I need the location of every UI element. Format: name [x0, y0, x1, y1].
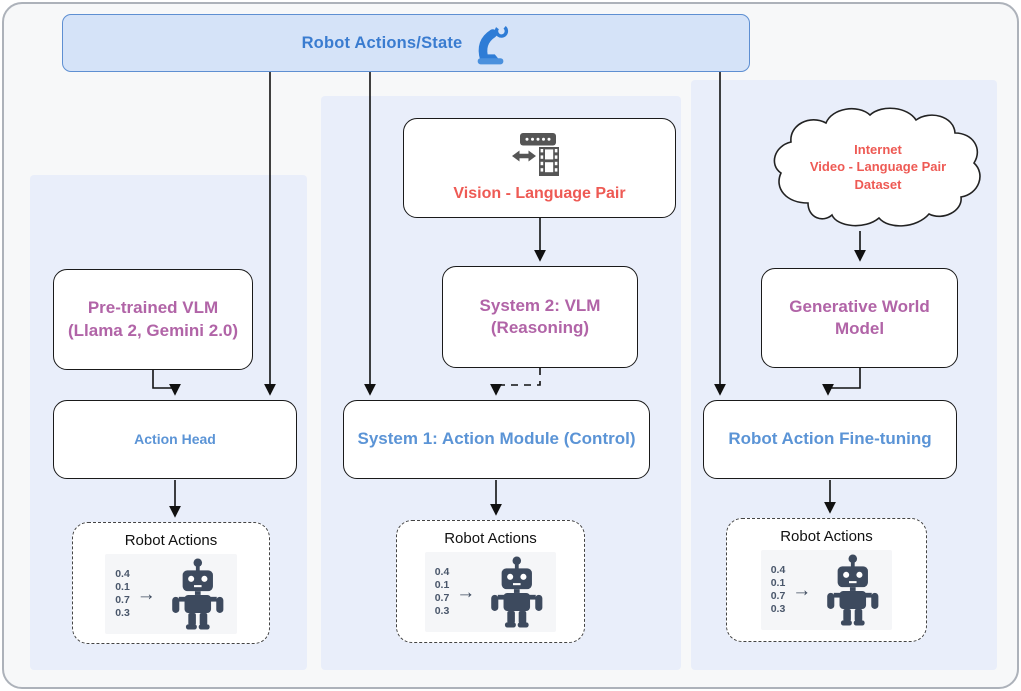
action-value: 0.3 [115, 607, 130, 619]
robot-icon [827, 554, 879, 626]
banner-robot-actions-state: Robot Actions/State [62, 14, 750, 72]
node-action-head: Action Head [53, 400, 297, 479]
action-value: 0.3 [770, 603, 786, 615]
action-head-label: Action Head [134, 431, 216, 448]
video-language-pair-icon [511, 132, 559, 176]
internet-dataset-label: Internet Video - Language Pair Dataset [809, 141, 947, 192]
node-system2-vlm: System 2: VLM (Reasoning) [442, 266, 638, 368]
robot-icon [172, 558, 224, 630]
node-vision-language-pair: Vision - Language Pair [403, 118, 676, 218]
pretrained-vlm-label: Pre-trained VLM (Llama 2, Gemini 2.0) [67, 298, 239, 340]
node-generative-world-model: Generative World Model [761, 268, 958, 368]
action-value: 0.7 [434, 592, 450, 604]
action-value: 0.4 [770, 564, 786, 576]
node-system1-action-module: System 1: Action Module (Control) [343, 400, 650, 479]
robot-actions-illustration: 0.4 0.1 0.7 0.3 → [105, 554, 237, 634]
system2-label: System 2: VLM (Reasoning) [479, 295, 601, 337]
robot-arm-icon [478, 24, 509, 65]
action-values: 0.4 0.1 0.7 0.3 [771, 564, 786, 616]
node-internet-dataset-cloud: Internet Video - Language Pair Dataset [766, 104, 990, 238]
action-values: 0.4 0.1 0.7 0.3 [115, 568, 130, 620]
robot-actions-illustration: 0.4 0.1 0.7 0.3 → [424, 552, 557, 632]
robot-actions-illustration: 0.4 0.1 0.7 0.3 → [760, 550, 893, 630]
output-robot-actions-middle: Robot Actions 0.4 0.1 0.7 0.3 → [396, 520, 585, 643]
right-arrow-icon: → [792, 579, 812, 601]
robot-action-finetuning-label: Robot Action Fine-tuning [728, 429, 932, 449]
cloud-icon [773, 107, 981, 227]
system1-label: System 1: Action Module (Control) [357, 429, 636, 449]
node-pretrained-vlm: Pre-trained VLM (Llama 2, Gemini 2.0) [53, 269, 253, 370]
node-robot-action-finetuning: Robot Action Fine-tuning [703, 400, 957, 479]
output-robot-actions-left: Robot Actions 0.4 0.1 0.7 0.3 → [72, 522, 270, 644]
action-value: 0.1 [434, 579, 450, 591]
banner-label: Robot Actions/State [301, 33, 463, 52]
robot-actions-title: Robot Actions [124, 532, 218, 549]
action-values: 0.4 0.1 0.7 0.3 [435, 566, 450, 618]
vision-language-pair-label: Vision - Language Pair [453, 184, 626, 202]
right-arrow-icon: → [456, 581, 476, 603]
generative-world-model-label: Generative World Model [789, 296, 930, 338]
output-robot-actions-right: Robot Actions 0.4 0.1 0.7 0.3 → [726, 518, 927, 642]
robot-actions-title: Robot Actions [780, 528, 873, 545]
action-value: 0.1 [770, 577, 786, 589]
robot-icon [491, 556, 543, 628]
action-value: 0.7 [115, 594, 130, 606]
right-arrow-icon: → [136, 583, 156, 605]
action-value: 0.7 [770, 590, 786, 602]
action-value: 0.1 [115, 581, 130, 593]
action-value: 0.4 [115, 568, 130, 580]
action-value: 0.4 [434, 566, 450, 578]
robot-actions-title: Robot Actions [444, 530, 537, 547]
action-value: 0.3 [434, 605, 450, 617]
